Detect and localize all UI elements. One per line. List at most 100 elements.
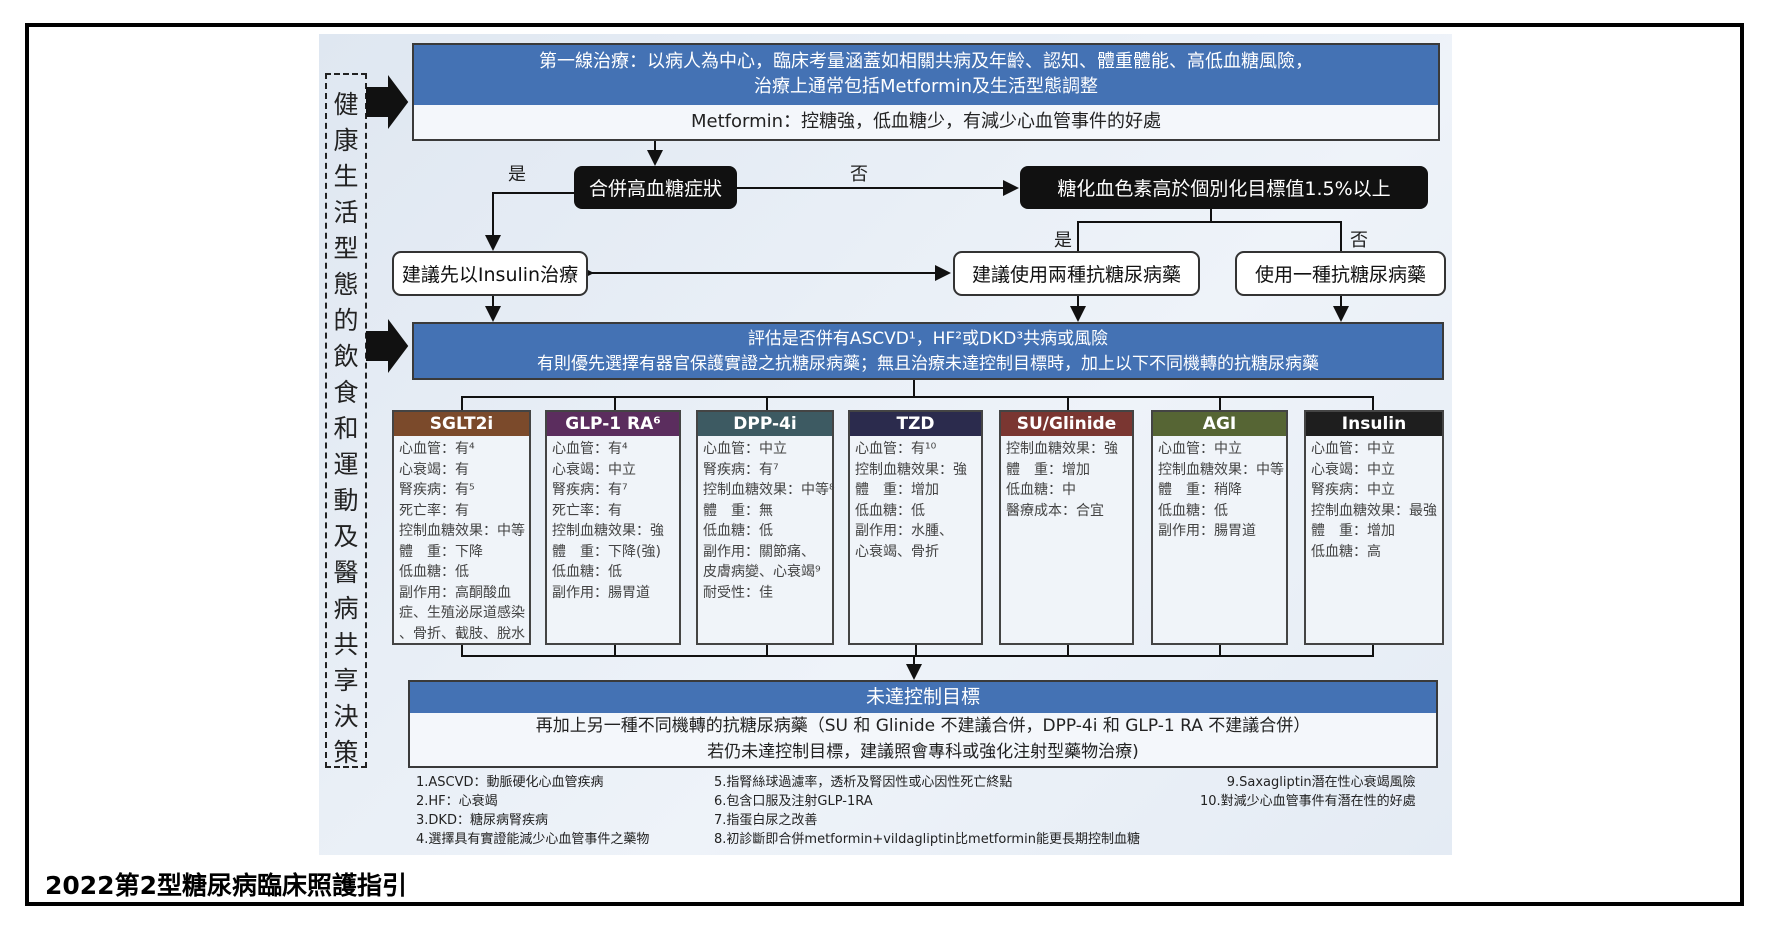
drug-attribute: 控制血糖效果：中等⁸ (703, 482, 835, 498)
footnotes-col-2: 5.指腎絲球過濾率，透析及腎因性或心因性死亡終點 6.包含口服及注射GLP-1RA… (714, 773, 1140, 849)
drug-attribute: 體 重：增加 (1311, 523, 1395, 539)
drug-attribute: 控制血糖效果：強 (855, 461, 967, 478)
drug-attribute: 體 重：無 (703, 502, 773, 519)
side-label-char: 健 (333, 90, 359, 119)
no-label: 否 (850, 164, 868, 185)
footnote: 6.包含口服及注射GLP-1RA (714, 794, 873, 809)
yes-label: 是 (508, 164, 526, 185)
not-at-goal-line-2: 若仍未達控制目標，建議照會專科或強化注射型藥物治療) (707, 742, 1139, 762)
drug-attribute: 低血糖：低 (703, 523, 773, 539)
drug-card-glp-1-ra-: GLP-1 RA⁶ 心血管：有⁴ 心衰竭：中立腎疾病：有⁷ 死亡率：有控制血糖效果：強… (545, 410, 681, 645)
drug-attribute: 低血糖：低 (399, 564, 469, 580)
drug-attribute: 腎疾病：中立 (1311, 482, 1395, 498)
drug-card-title: GLP-1 RA⁶ (547, 412, 679, 436)
not-at-goal-line-1: 再加上另一種不同機轉的抗糖尿病藥（SU 和 Glinide 不建議合併，DPP-… (535, 716, 1311, 736)
no-label-2: 否 (1350, 230, 1368, 251)
side-label-char: 病 (333, 594, 359, 623)
drug-card-dpp-4i: DPP-4i 心血管：中立腎疾病：有⁷ 控制血糖效果：中等⁸ 體 重：無低血糖：低副作… (696, 410, 835, 645)
drug-attribute: 心衰竭、骨折 (855, 543, 939, 560)
yes-label-2: 是 (1054, 230, 1072, 251)
footnote: 3.DKD：糖尿病腎疾病 (416, 813, 548, 828)
drug-attribute: 醫療成本：合宜 (1006, 502, 1104, 519)
footnote: 2.HF：心衰竭 (416, 794, 498, 809)
lifestyle-sidebar-label: 健康生活型態的飲食和運動及醫病共享決策 (325, 73, 367, 768)
drug-attribute: 低血糖：低 (855, 502, 925, 519)
drug-card-title: AGI (1153, 412, 1286, 436)
drug-card-title: DPP-4i (698, 412, 832, 436)
drug-attribute: 副作用：腸胃道 (552, 584, 650, 601)
drug-attribute: 副作用：高酮酸血 (399, 584, 511, 601)
drug-attribute: 低血糖：低 (552, 564, 622, 580)
drug-card-title: TZD (850, 412, 981, 436)
drug-attribute: 體 重：下降 (399, 543, 483, 560)
hba1c-decision: 糖化血色素高於個別化目標值1.5%以上 (1020, 166, 1428, 209)
side-label-char: 活 (333, 198, 359, 227)
metformin-note: Metformin：控糖強，低血糖少，有減少心血管事件的好處 (690, 111, 1162, 132)
side-label-char: 共 (333, 630, 359, 659)
side-label-char: 型 (333, 234, 359, 263)
footnote: 1.ASCVD：動脈硬化心血管疾病 (416, 775, 604, 790)
side-label-char: 的 (333, 306, 359, 335)
drug-attribute: 心血管：有¹⁰ (855, 441, 937, 457)
footnote: 5.指腎絲球過濾率，透析及腎因性或心因性死亡終點 (714, 775, 1013, 790)
side-label-char: 動 (333, 486, 359, 515)
drug-attribute: 腎疾病：有⁷ (552, 482, 628, 498)
comorbidity-evaluation-box: 評估是否併有ASCVD¹，HF²或DKD³共病或風險 有則優先選擇有器官保護實證… (412, 322, 1444, 380)
footnote: 8.初診斷即合併metformin+vildagliptin比metformin… (714, 832, 1140, 847)
side-label-char: 及 (333, 522, 359, 551)
side-label-char: 醫 (333, 558, 359, 587)
drug-attribute: 體 重：增加 (1006, 461, 1090, 478)
drug-attribute: 控制血糖效果：中等 (399, 523, 525, 539)
one-drug-box: 使用一種抗糖尿病藥 (1235, 251, 1446, 296)
first-line-title-2: 治療上通常包括Metformin及生活型態調整 (753, 76, 1099, 97)
drug-attribute: 低血糖：高 (1311, 543, 1381, 560)
first-line-treatment-box: 第一線治療：以病人為中心，臨床考量涵蓋如相關共病及年齡、認知、體重體能、高低血糖… (412, 43, 1440, 141)
drug-attribute: 心衰竭：中立 (1311, 461, 1395, 478)
drug-attribute: 腎疾病：有⁷ (703, 461, 779, 478)
side-label-char: 生 (333, 162, 359, 191)
evaluation-line-2: 有則優先選擇有器官保護實證之抗糖尿病藥；無且治療未達控制目標時，加上以下不同機轉… (537, 354, 1319, 374)
drug-attribute: 低血糖：中 (1006, 482, 1076, 498)
drug-card-title: Insulin (1306, 412, 1442, 436)
drug-attribute: 心衰竭：中立 (552, 461, 636, 478)
side-label-char: 策 (333, 738, 359, 767)
drug-attribute: 死亡率：有 (552, 502, 622, 519)
drug-attribute: 控制血糖效果：強 (1006, 441, 1118, 457)
drug-attribute: 心衰竭：有 (399, 461, 469, 478)
drug-attribute: 控制血糖效果：強 (552, 523, 664, 539)
side-label-char: 飲 (333, 342, 359, 371)
side-label-char: 態 (333, 270, 359, 299)
drug-card-su-glinide: SU/Glinide 控制血糖效果：強體 重：增加低血糖：中醫療成本：合宜 (999, 410, 1134, 645)
drug-card-title: SGLT2i (394, 412, 529, 436)
drug-attribute: 心血管：中立 (1158, 441, 1242, 457)
evaluation-line-1: 評估是否併有ASCVD¹，HF²或DKD³共病或風險 (747, 329, 1109, 349)
arrow-right-icon (366, 75, 409, 129)
not-at-goal-box: 未達控制目標 再加上另一種不同機轉的抗糖尿病藥（SU 和 Glinide 不建議… (408, 680, 1438, 768)
footnotes-col-1: 1.ASCVD：動脈硬化心血管疾病 2.HF：心衰竭 3.DKD：糖尿病腎疾病 4.選… (416, 773, 649, 849)
footnote: 7.指蛋白尿之改善 (714, 813, 818, 828)
two-drugs-box: 建議使用兩種抗糖尿病藥 (953, 251, 1200, 296)
drug-attribute: 體 重：稍降 (1158, 482, 1242, 498)
drug-attribute: 症、生殖泌尿道感染 (399, 605, 525, 621)
footnote: 4.選擇具有實證能減少心血管事件之藥物 (416, 832, 650, 847)
footnote: 10.對減少心血管事件有潛在性的好處 (1200, 794, 1416, 809)
drug-attribute: 心血管：中立 (703, 441, 787, 457)
insulin-first-box: 建議先以Insulin治療 (392, 251, 588, 296)
drug-attribute: 心血管：中立 (1311, 441, 1395, 457)
drug-attribute: 低血糖：低 (1158, 502, 1228, 519)
side-label-char: 享 (333, 666, 359, 695)
drug-attribute: 心血管：有⁴ (552, 441, 628, 457)
drug-attribute: 副作用：水腫、 (855, 523, 953, 539)
drug-attribute: 心血管：有⁴ (399, 441, 475, 457)
arrow-right-icon (366, 319, 409, 373)
side-label-char: 康 (333, 126, 359, 155)
drug-card-title: SU/Glinide (1001, 412, 1132, 436)
drug-attribute: 副作用：關節痛、 (703, 543, 815, 560)
drug-attribute: 體 重：下降(強) (552, 543, 661, 560)
drug-attribute: 耐受性：佳 (703, 584, 773, 601)
hyperglycemia-symptoms-decision: 合併高血糖症狀 (574, 166, 737, 209)
